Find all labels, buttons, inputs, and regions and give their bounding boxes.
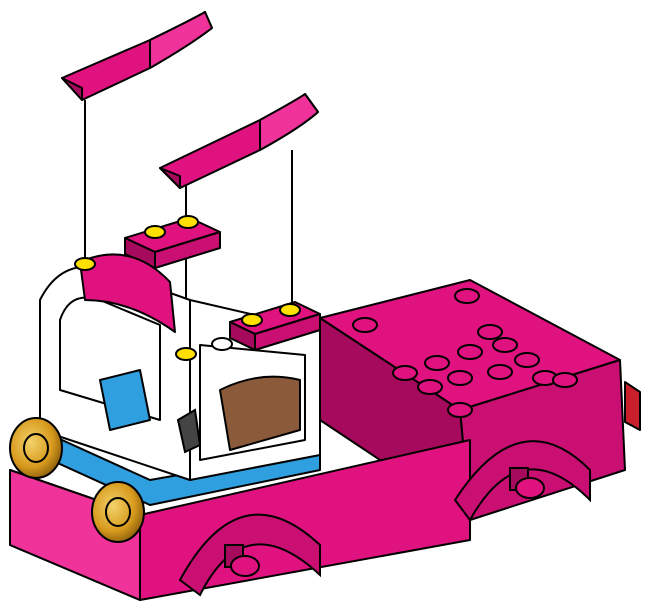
floating-curved-slope-right (160, 94, 318, 188)
floating-curved-slope-left (62, 12, 212, 100)
vehicle-cab (40, 267, 320, 505)
